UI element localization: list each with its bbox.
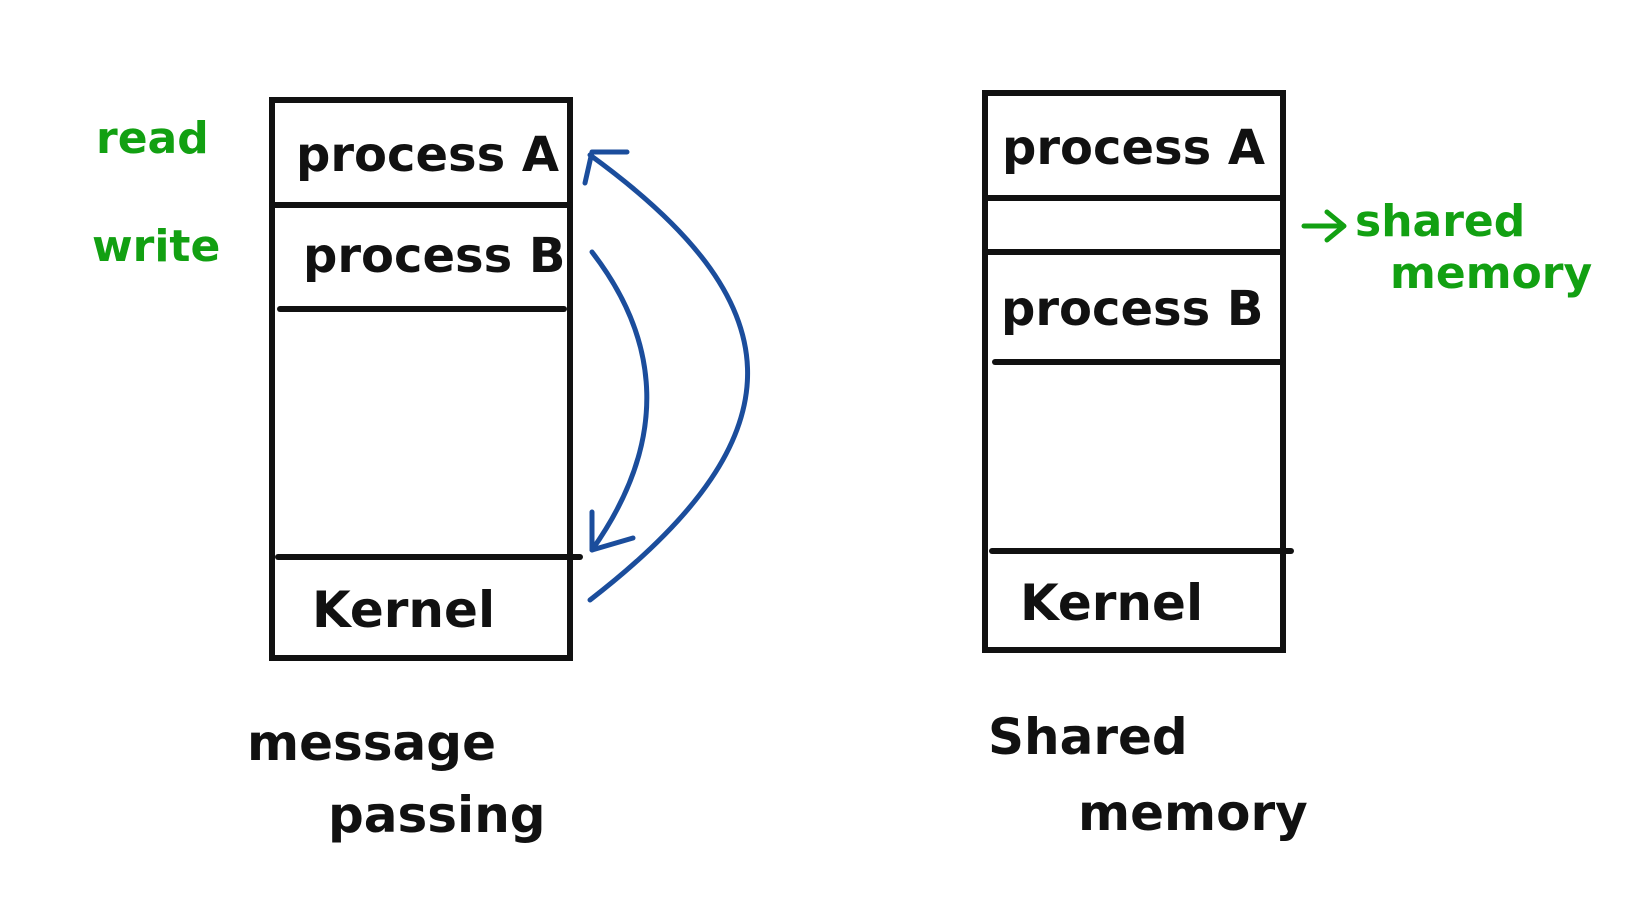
message-passing-kernel-label: Kernel <box>312 581 496 639</box>
process-b-to-kernel-arrowhead-icon <box>589 509 636 553</box>
write-annotation: write <box>92 221 221 272</box>
shared-memory-process-b-label: process B <box>1001 281 1264 337</box>
message-passing-caption-line1: message <box>247 714 496 772</box>
shared-memory-annotation-line2: memory <box>1390 248 1593 299</box>
read-annotation: read <box>96 113 209 164</box>
shared-memory-outer-box <box>982 90 1286 653</box>
message-passing-process-b-label: process B <box>303 228 566 284</box>
message-passing-caption-line2: passing <box>328 786 546 844</box>
message-passing-outer-box <box>269 97 573 661</box>
shared-memory-caption-line1: Shared <box>988 708 1188 766</box>
kernel-to-process-a-arrowhead-icon <box>582 149 630 186</box>
message-passing-stack <box>269 97 583 661</box>
kernel-to-process-a-arrow <box>587 152 750 603</box>
shared-memory-process-a-label: process A <box>1002 120 1266 176</box>
right-arrow-icon <box>1301 209 1347 243</box>
shared-memory-stack <box>982 90 1294 653</box>
shared-memory-annotation-line1: shared <box>1355 196 1526 247</box>
message-passing-process-a-label: process A <box>296 127 560 183</box>
message-arrows <box>582 149 750 603</box>
process-b-to-kernel-arrow <box>589 249 650 553</box>
shared-memory-caption-line2: memory <box>1078 784 1308 842</box>
shared-memory-kernel-label: Kernel <box>1020 574 1204 632</box>
